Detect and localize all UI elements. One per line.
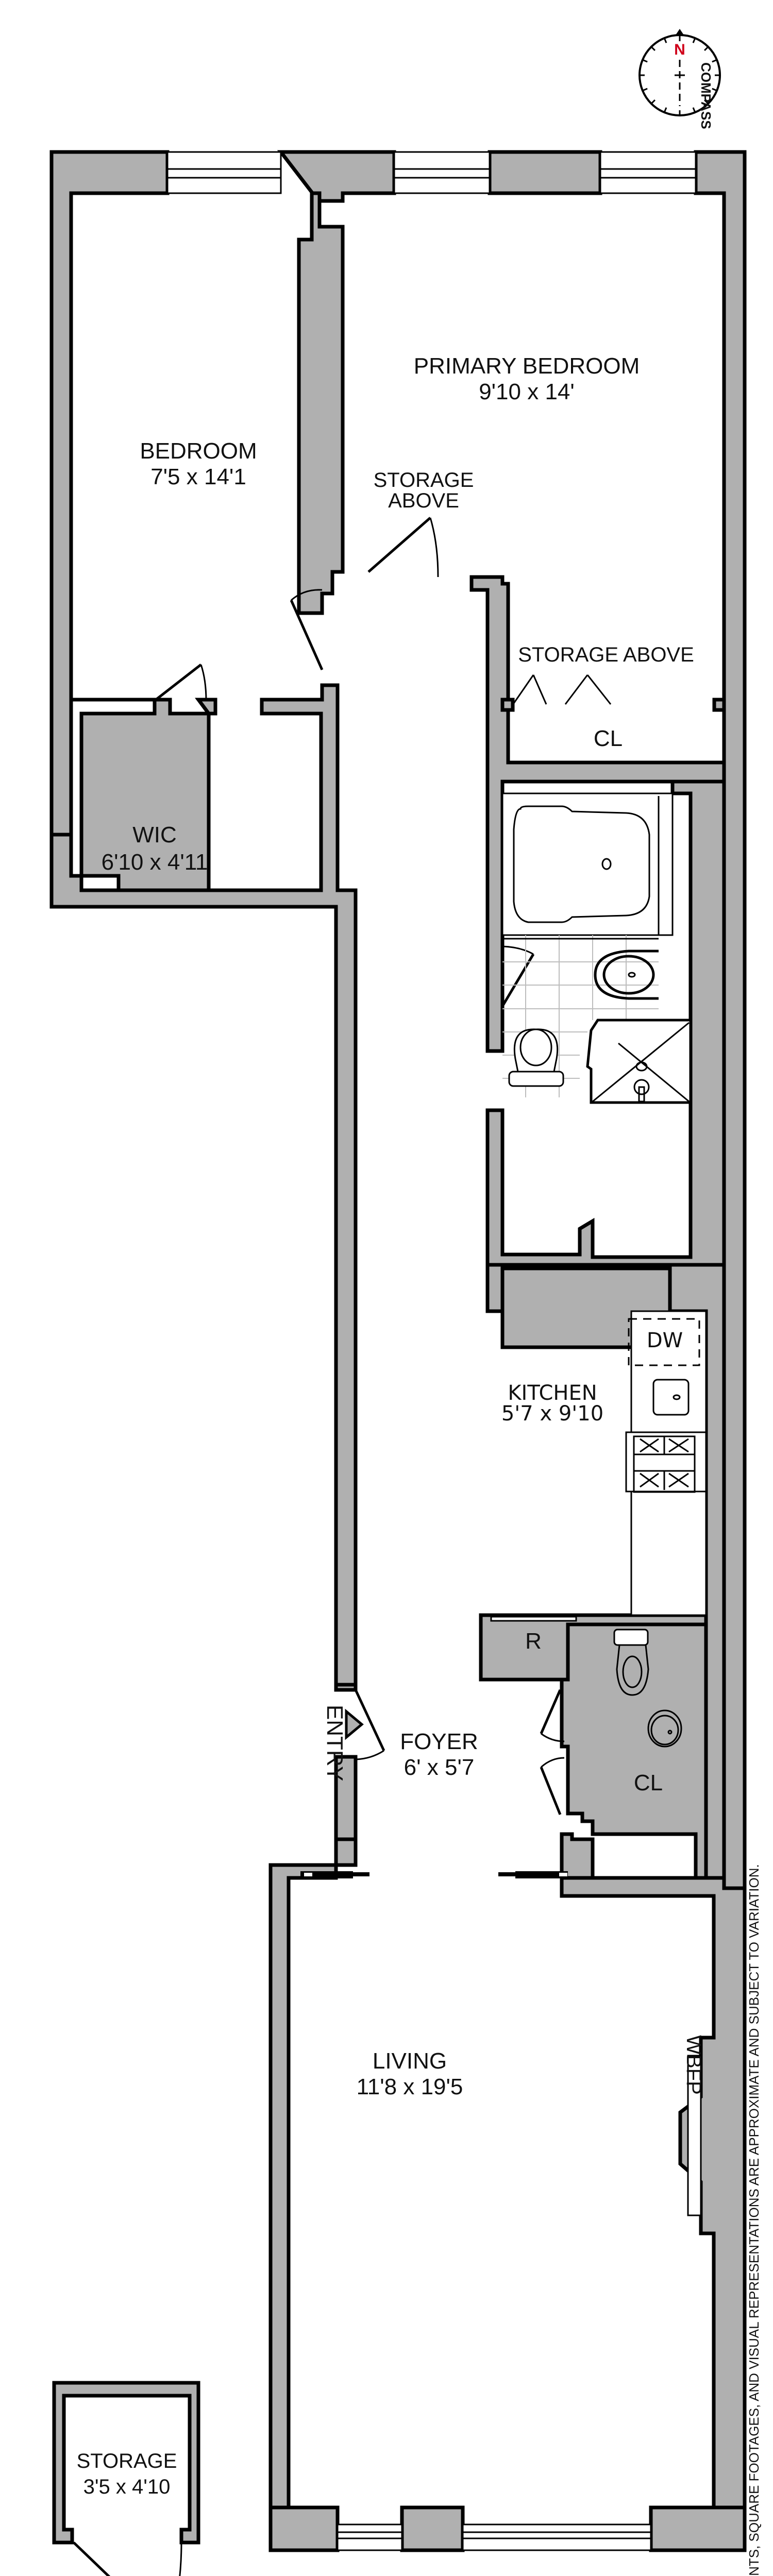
refrigerator-label: R [525, 1629, 542, 1654]
wall-corridor-left [49, 683, 358, 1687]
bedroom-dims: 7'5 x 14'1 [150, 464, 246, 489]
primary-closet-label: CL [594, 726, 623, 751]
storage-above-label-line1: STORAGE [374, 469, 474, 492]
wic-dims: 6'10 x 4'11 [102, 850, 208, 875]
storage-walls [52, 2381, 200, 2545]
wall-bedroom-wic [71, 698, 211, 892]
bathroom-fixtures [501, 792, 692, 1104]
wall-living-right [560, 1876, 747, 2552]
wall-entry-upper [334, 1683, 358, 1692]
living-name: LIVING [373, 2048, 447, 2074]
sink-icon [594, 950, 659, 1000]
living-door-jambs [300, 1871, 568, 1878]
bedroom-name: BEDROOM [140, 438, 257, 464]
door-powder-room[interactable] [540, 1689, 565, 1742]
dishwasher [628, 1318, 700, 1366]
door-entry[interactable] [354, 1689, 385, 1760]
foyer-name: FOYER [400, 1729, 478, 1754]
storage-dims: 3'5 x 4'10 [83, 2476, 171, 2498]
door-primary-bedroom[interactable] [367, 517, 439, 578]
closet-stub-left [500, 698, 515, 712]
entry-label: ENTRY [322, 1705, 347, 1781]
primary-bedroom-name: PRIMARY BEDROOM [414, 353, 640, 379]
wall-entry-lower [334, 1755, 358, 1841]
closet-stub-right [712, 698, 726, 712]
compass-icon: N COMPASS [638, 29, 721, 129]
door-wic[interactable] [154, 664, 207, 702]
storage-above-closet-label: STORAGE ABOVE [518, 643, 694, 666]
door-foyer-closet[interactable] [540, 1757, 565, 1815]
powder-room-fixtures [613, 1629, 682, 1748]
primary-bedroom-dims: 9'10 x 14' [479, 379, 575, 404]
door-storage[interactable] [73, 2541, 182, 2576]
wall-living [268, 1837, 358, 2552]
stove-icon [625, 1431, 707, 1493]
wall-wic-right [195, 698, 217, 716]
living-bottom-wall [268, 2505, 747, 2552]
living-dims: 11'8 x 19'5 [357, 2074, 463, 2099]
fireplace-label: WBFP [682, 2035, 705, 2095]
kitchen-sink-icon [652, 1379, 690, 1416]
fireplace [687, 2055, 702, 2216]
door-bathroom[interactable] [501, 945, 535, 1007]
kitchen-name: KITCHEN [508, 1381, 597, 1405]
compass-north-label: N [674, 41, 685, 58]
entry-arrow-icon [345, 1708, 364, 1740]
disclaimer-text: ALL MEASUREMENTS, SQUARE FOOTAGES, AND V… [746, 1864, 762, 2576]
foyer-closet-label: CL [634, 1770, 663, 1795]
compass-ring-text: COMPASS [698, 62, 714, 129]
partition-bedrooms [297, 191, 345, 615]
wic-name: WIC [132, 822, 177, 848]
top-wall [49, 150, 747, 1890]
storage-above-label-line2: ABOVE [388, 489, 459, 512]
dishwasher-label: DW [647, 1329, 683, 1352]
storage-name: STORAGE [77, 2450, 177, 2472]
shower-icon [586, 1019, 692, 1104]
foyer-dims: 6' x 5'7 [404, 1755, 475, 1780]
toilet-icon [508, 1028, 564, 1087]
room-labels: BEDROOM 7'5 x 14'1 PRIMARY BEDROOM 9'10 … [77, 353, 705, 2498]
doors-storage-above-closet[interactable] [512, 674, 612, 705]
bathtub-icon [513, 805, 650, 923]
door-bedroom[interactable] [290, 589, 324, 671]
kitchen-dims: 5'7 x 9'10 [501, 1402, 603, 1426]
kitchen-fixtures [490, 1310, 707, 1622]
wall-powder-room [560, 1622, 708, 1883]
